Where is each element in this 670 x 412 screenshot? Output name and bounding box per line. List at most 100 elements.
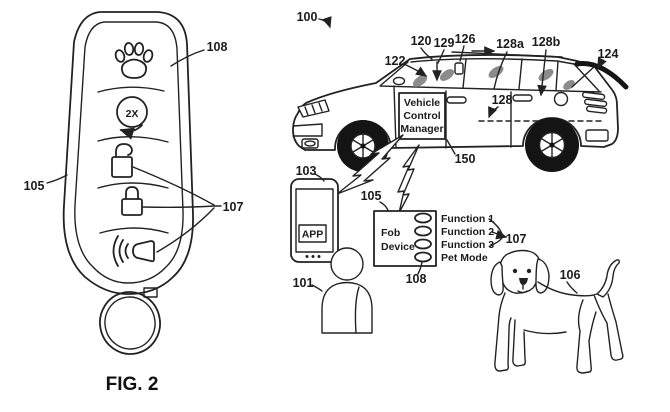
c-pillar — [518, 58, 523, 90]
fob-button-function1[interactable] — [414, 212, 432, 224]
front-door-edge — [393, 85, 397, 148]
user-drawing — [321, 247, 373, 334]
fob-button-function2[interactable] — [414, 225, 432, 237]
ref-120-roof: 120 — [411, 34, 432, 48]
wireless-bolt-to-fob — [397, 144, 420, 214]
functions-bracket-arrow — [495, 229, 508, 240]
leader-126 — [459, 45, 465, 62]
fog-lamp-housing — [301, 138, 319, 149]
ref-128a-second-row: 128a — [496, 37, 525, 51]
fob-inner-shell — [74, 21, 184, 284]
fob-outer-shell — [62, 11, 194, 295]
liftgate-strut — [571, 65, 596, 88]
app-button[interactable] — [298, 224, 327, 243]
function-2-label: Function 2 — [441, 226, 494, 238]
fob-button-function3[interactable] — [414, 238, 432, 250]
leader-122 — [403, 63, 428, 77]
ref-107-functions: 107 — [506, 232, 527, 246]
ref-103-phone: 103 — [296, 164, 317, 178]
ref-100-system: 100 — [297, 10, 318, 24]
fog-lamp — [304, 140, 316, 147]
leader-124 — [597, 57, 607, 70]
dog-head — [499, 249, 542, 294]
vcm-line3: Manager — [400, 123, 443, 135]
dog-right-ear — [535, 258, 550, 294]
user-body — [321, 281, 373, 334]
pet-shade-window-1 — [412, 75, 428, 87]
ref-108-button-panel: 108 — [207, 40, 228, 54]
remote-start-2x-icon: 2X — [116, 96, 148, 140]
side-mirror — [392, 76, 406, 86]
rear-pillar — [573, 63, 600, 92]
smartphone-drawing: APP — [290, 178, 339, 263]
fob-divider-2 — [97, 136, 169, 143]
leader-100 — [318, 16, 332, 29]
ref-105-fob-shell: 105 — [24, 179, 45, 193]
leader-150 — [446, 139, 456, 155]
dog-eye-left — [512, 268, 518, 274]
door-handle-front — [446, 96, 467, 104]
phone-body — [290, 178, 339, 263]
ref-105-fob-device: 105 — [361, 189, 382, 203]
dog-rear-leg-far — [593, 293, 624, 361]
leader-128b — [537, 49, 547, 97]
ref-122-windshield: 122 — [385, 54, 406, 68]
dog-front-leg-far — [512, 319, 526, 367]
fob-device-box: Fob Device — [373, 210, 437, 267]
leader-101 — [311, 284, 323, 292]
key-ring-icon — [99, 287, 161, 355]
rear-bumper-step — [585, 129, 609, 142]
ref-106-dog: 106 — [560, 268, 581, 282]
dog-belly — [523, 329, 567, 335]
leader-128a — [493, 51, 508, 90]
a-pillar-inner — [380, 61, 409, 86]
pet-mode-label: Pet Mode — [441, 252, 488, 264]
dog-nose — [519, 278, 528, 285]
leader-103 — [314, 173, 325, 182]
leader-129 — [437, 49, 445, 64]
fob-button-pet-mode[interactable] — [414, 251, 432, 263]
leader-107c — [156, 207, 215, 253]
vehicle-drawing — [292, 51, 629, 172]
fob-box-line1: Fob — [381, 227, 400, 239]
phone-dot-3 — [317, 255, 321, 258]
ref-129-vent: 129 — [434, 36, 455, 50]
car-window-top — [410, 58, 575, 65]
ref-150-controller: 150 — [455, 152, 476, 166]
fob-divider-4 — [99, 227, 169, 234]
function-3-label: Function 3 — [441, 239, 494, 251]
paw-icon — [114, 42, 154, 79]
phone-dot-1 — [305, 255, 309, 258]
front-bumper — [292, 123, 323, 137]
panic-horn-icon — [112, 235, 155, 267]
d-pillar — [555, 60, 559, 91]
leader-105 — [46, 174, 68, 184]
user-head — [330, 247, 364, 281]
rear-wheel — [525, 118, 579, 172]
ref-128-zone: 128 — [492, 93, 513, 107]
leader-120 — [420, 47, 433, 60]
fuel-door — [553, 91, 569, 107]
b-pillar — [462, 58, 467, 89]
remote-start-2x-label: 2X — [126, 108, 139, 120]
taillight-cluster — [581, 91, 608, 114]
fig2-caption: FIG. 2 — [106, 374, 159, 395]
ref-124-liftgate: 124 — [598, 47, 619, 61]
dog-drawing — [490, 249, 624, 374]
dog-front-leg-near — [494, 315, 512, 372]
leader-107a — [132, 166, 215, 206]
door-handle-rear — [512, 94, 533, 102]
lock-icon — [121, 186, 143, 216]
dog-back — [537, 281, 598, 297]
ref-108-pet-mode-button: 108 — [406, 272, 427, 286]
seat-headrest — [454, 62, 464, 75]
ref-107-fob-buttons: 107 — [223, 200, 244, 214]
dog-rear-leg-near — [576, 299, 597, 374]
leader-106 — [566, 281, 578, 294]
ref-128b-third-row: 128b — [532, 35, 561, 49]
fig2-key-fob-drawing: 2X 105 108 107 — [24, 11, 244, 395]
fob-divider-1 — [97, 86, 165, 93]
dog-eye-right — [526, 268, 532, 274]
vehicle-control-manager-box: Vehicle Control Manager — [398, 92, 446, 140]
